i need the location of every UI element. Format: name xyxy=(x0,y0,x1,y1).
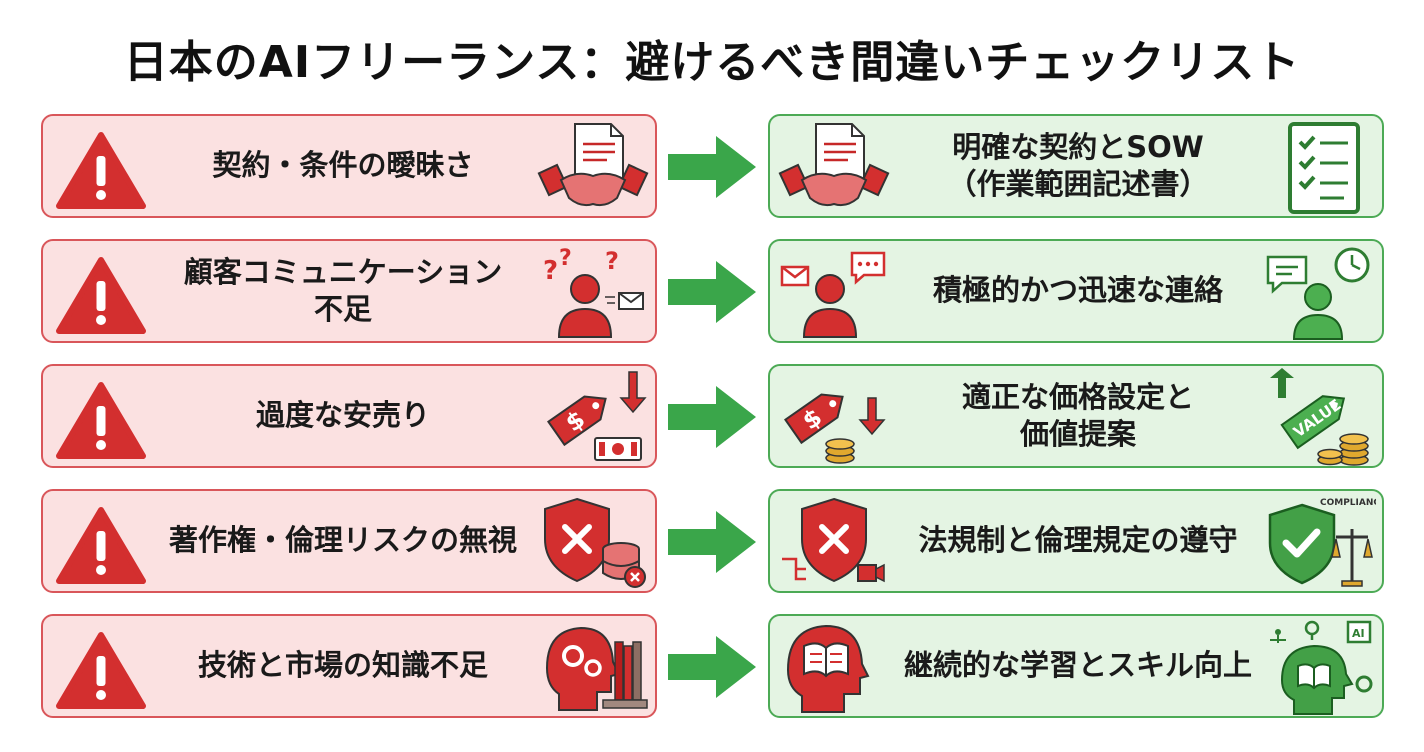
mistake-card: 顧客コミュニケーション 不足 ? ? ? xyxy=(41,239,657,343)
arrow-right-icon xyxy=(668,386,756,448)
person-clock-icon xyxy=(1266,247,1370,340)
checklist-row: 著作権・倫理リスクの無視 法規制と倫理規定の遵守 COMPLIANCE xyxy=(0,489,1424,597)
head-gears-books-icon xyxy=(545,626,648,711)
mistake-text: 過度な安売り xyxy=(255,398,430,433)
mistake-card: 技術と市場の知識不足 xyxy=(41,614,657,718)
shield-database-icon xyxy=(544,497,646,588)
solution-text: 法規制と倫理規定の遵守 xyxy=(918,523,1238,558)
price-tag-coins-icon: $ xyxy=(784,393,886,464)
svg-text:?: ? xyxy=(559,246,572,271)
checklist-icon xyxy=(1288,122,1360,214)
mistake-card: 過度な安売り $ xyxy=(41,364,657,468)
arrow-right-icon xyxy=(668,511,756,573)
ai-chip-label: AI xyxy=(1352,627,1365,640)
svg-text:?: ? xyxy=(605,247,619,275)
svg-text:?: ? xyxy=(543,256,558,286)
price-tag-down-icon: $ xyxy=(547,371,647,461)
compliance-shield-icon: COMPLIANCE xyxy=(1268,498,1376,587)
handshake-contract-icon xyxy=(778,123,890,207)
head-book-icon xyxy=(786,624,870,713)
solution-card: 明確な契約とSOW （作業範囲記述書） xyxy=(768,114,1384,218)
checklist-row: 技術と市場の知識不足 継続的な学習とスキル向上 xyxy=(0,614,1424,722)
solution-card: 法規制と倫理規定の遵守 COMPLIANCE xyxy=(768,489,1384,593)
arrow-right-icon xyxy=(668,261,756,323)
solution-text: 適正な価格設定と 価値提案 xyxy=(961,379,1194,451)
solution-card: 継続的な学習とスキル向上 AI xyxy=(768,614,1384,718)
solution-text: 積極的かつ迅速な連絡 xyxy=(932,273,1223,308)
handshake-contract-icon xyxy=(537,123,649,207)
arrow-right-icon xyxy=(668,636,756,698)
person-messages-icon xyxy=(780,251,886,338)
solution-text: 継続的な学習とスキル向上 xyxy=(903,648,1252,683)
solution-card: $ 適正な価格設定と 価値提案 VALUE xyxy=(768,364,1384,468)
warning-icon xyxy=(56,632,146,709)
confused-person-icon: ? ? ? xyxy=(543,246,644,338)
head-ai-learning-icon: AI xyxy=(1270,620,1373,715)
shield-network-icon xyxy=(782,497,885,583)
checklist-row: 契約・条件の曖昧さ 明確な契約とSOW （作業範囲記述書） xyxy=(0,114,1424,222)
mistake-text: 著作権・倫理リスクの無視 xyxy=(168,523,517,558)
solution-card: 積極的かつ迅速な連絡 xyxy=(768,239,1384,343)
checklist-row: 顧客コミュニケーション 不足 ? ? ? 積極的かつ迅速な連絡 xyxy=(0,239,1424,347)
compliance-label: COMPLIANCE xyxy=(1320,498,1376,508)
warning-icon xyxy=(56,257,146,334)
mistake-card: 著作権・倫理リスクの無視 xyxy=(41,489,657,593)
checklist-row: 過度な安売り $ $ 適正な価格 xyxy=(0,364,1424,472)
mistake-text: 顧客コミュニケーション 不足 xyxy=(183,254,503,326)
value-tag-coins-icon: VALUE xyxy=(1270,368,1369,466)
page-title: 日本のAIフリーランス：避けるべき間違いチェックリスト xyxy=(123,37,1301,88)
warning-icon xyxy=(56,507,146,584)
mistake-text: 契約・条件の曖昧さ xyxy=(212,148,474,183)
arrow-right-icon xyxy=(668,136,756,198)
warning-icon xyxy=(56,382,146,459)
mistake-card: 契約・条件の曖昧さ xyxy=(41,114,657,218)
warning-icon xyxy=(56,132,146,209)
solution-text: 明確な契約とSOW （作業範囲記述書） xyxy=(947,129,1209,201)
mistake-text: 技術と市場の知識不足 xyxy=(197,648,488,683)
